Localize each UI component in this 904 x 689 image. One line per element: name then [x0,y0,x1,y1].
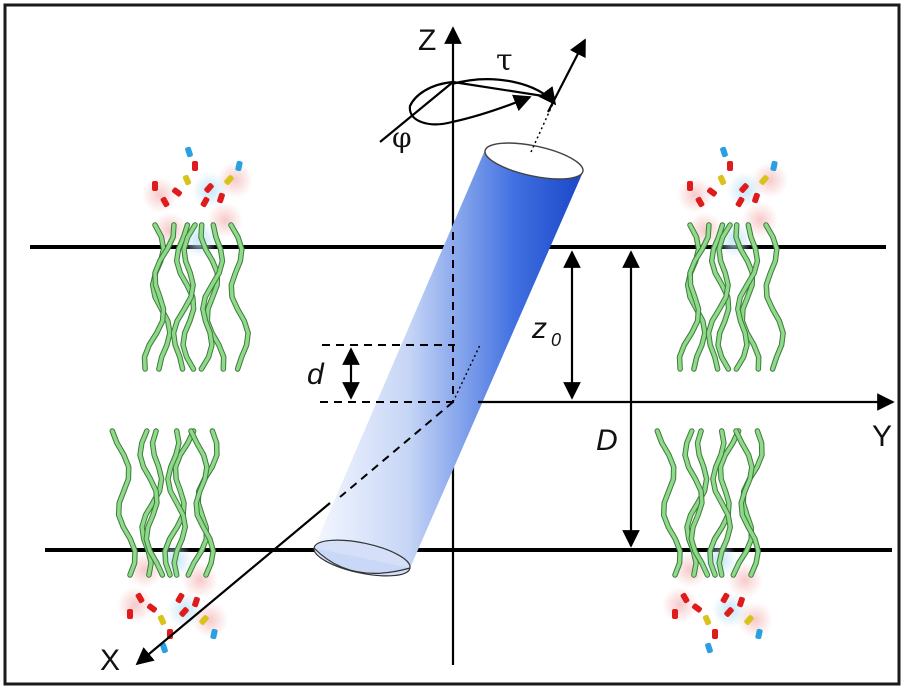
tau-projection-line [452,80,557,100]
phi-projection-line [379,81,454,143]
helix-axis-hidden [452,344,481,403]
tau-label: τ [496,43,513,78]
phi-label: φ [392,121,412,154]
d-label: d [307,358,325,391]
x-axis-line [135,502,331,666]
y-axis-label: Y [872,420,892,453]
lipid-layer [109,146,788,654]
x-axis-hidden-segment [339,401,454,498]
z-axis-label: Z [418,24,436,57]
z0-label: z [531,312,547,345]
lipid-molecule-icon [654,428,773,654]
helix-cylinder [313,142,584,577]
lipid-molecule-icon [109,428,228,654]
phi-angle-arc [408,80,532,126]
z0-subscript-label: 0 [551,330,561,350]
lipid-molecule-icon [676,146,788,372]
D-label: D [596,424,618,457]
x-axis-label: X [100,644,120,677]
lipid-molecule-icon [141,146,253,372]
helix-axis-dotted [530,87,561,153]
